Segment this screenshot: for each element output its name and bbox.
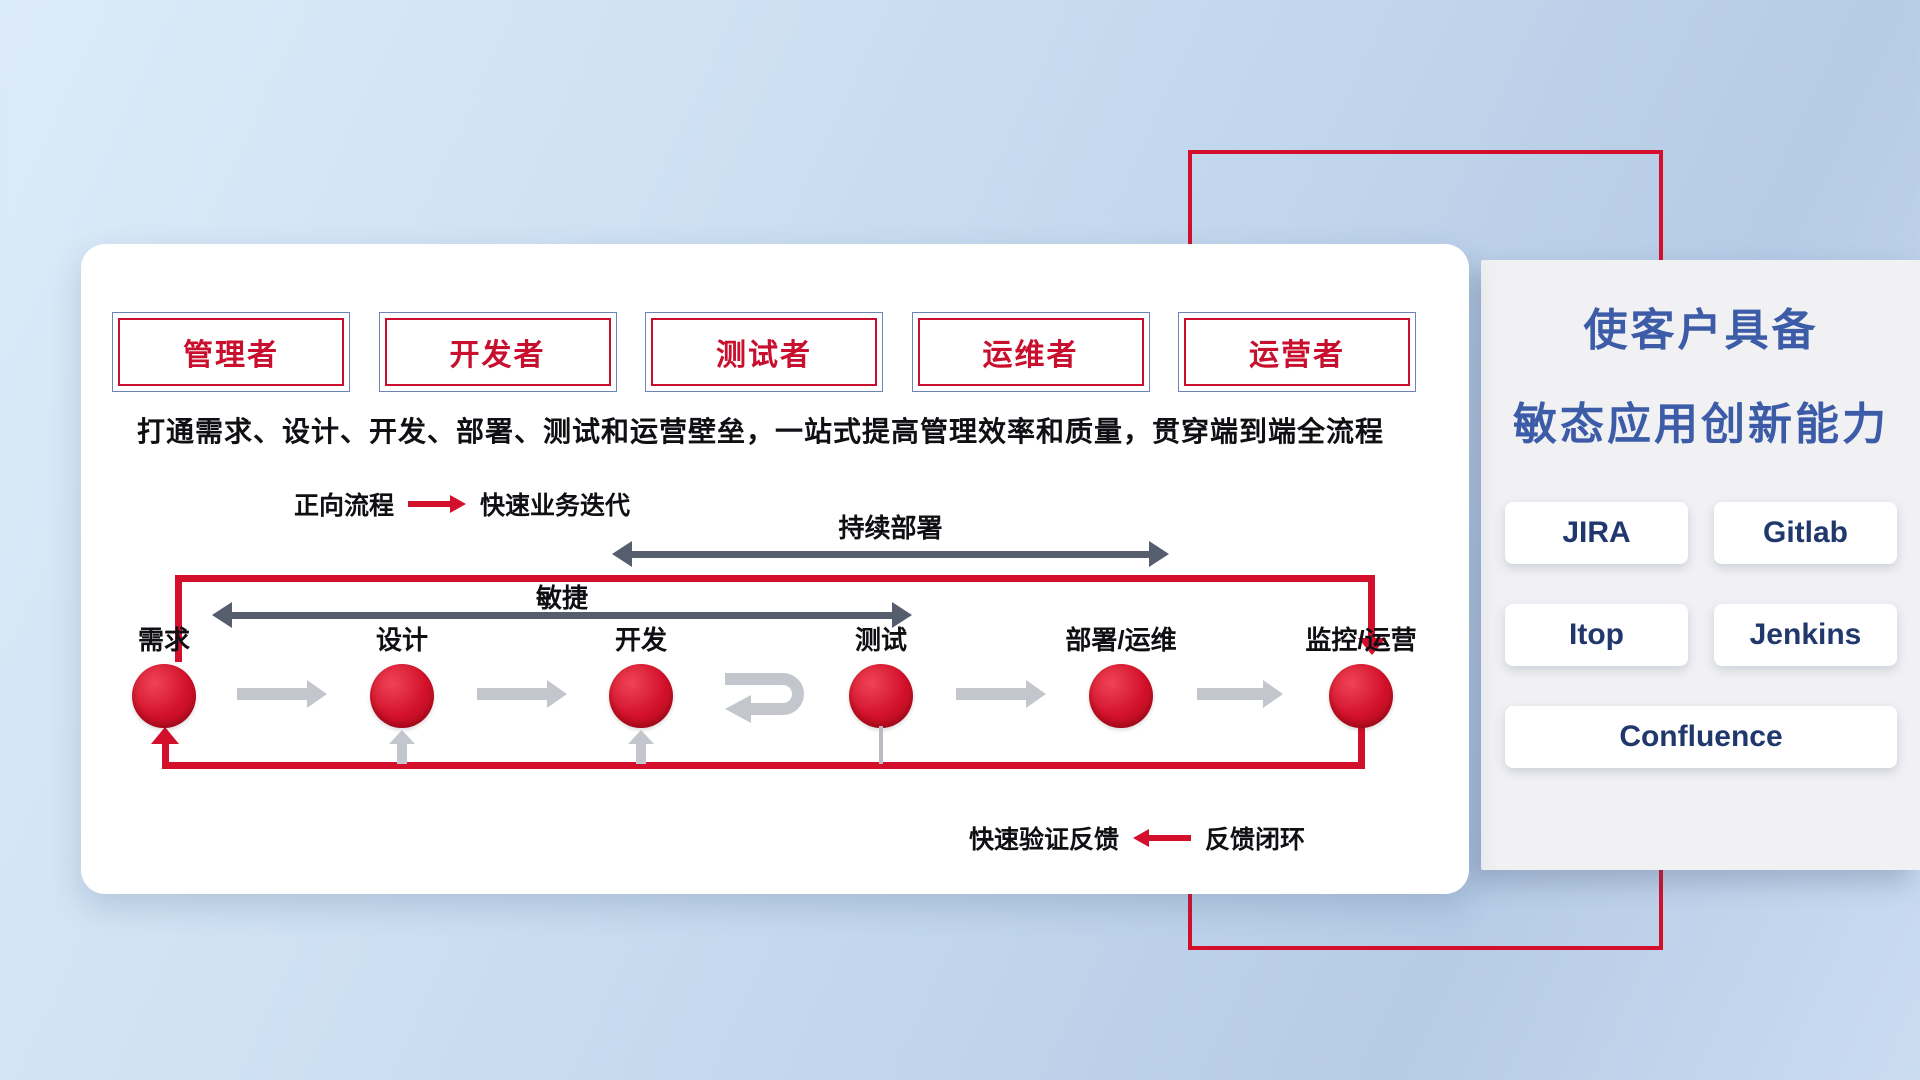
stage-label-requirements: 需求	[137, 625, 190, 655]
iterate-loop-arrow-icon	[709, 664, 819, 731]
feedback-loop-left-segment	[162, 743, 169, 762]
stage-label-deploy-ops: 部署/运维	[1065, 625, 1177, 655]
tool-button-itop: Itop	[1505, 604, 1688, 666]
feedback-up-arrow-icon	[389, 730, 415, 764]
stage-node-deploy-ops: 部署/运维	[1021, 620, 1221, 728]
feedback-loop-right-segment	[1358, 726, 1365, 762]
feedback-arrow-icon	[1133, 829, 1192, 847]
stage-circle-icon	[132, 664, 196, 728]
stage-circle-icon	[1089, 664, 1153, 728]
stage-circle-icon	[849, 664, 913, 728]
stage-node-requirements: 需求	[64, 620, 264, 728]
role-box-manager: 管理者	[112, 312, 350, 392]
stage-circle-icon	[609, 664, 673, 728]
flow-arrow-icon	[237, 680, 327, 708]
forward-loop-line	[175, 575, 1375, 582]
role-label-manager: 管理者	[118, 318, 344, 386]
devops-flow-panel: 管理者 开发者 测试者 运维者 运营者 打通需求、设计、开发、部署、测试和运营壁…	[81, 244, 1469, 894]
testing-feedback-connector	[879, 726, 883, 764]
tools-title-line1: 使客户具备	[1583, 306, 1819, 355]
feedback-up-arrow-icon	[628, 730, 654, 764]
forward-legend-label: 正向流程	[294, 492, 395, 520]
tools-title-line2: 敏态应用创新能力	[1513, 400, 1889, 449]
role-box-ops: 运维者	[911, 312, 1150, 392]
stage-circle-icon	[1329, 664, 1393, 728]
forward-legend: 正向流程 快速业务迭代	[294, 486, 630, 522]
role-label-operator: 运营者	[1184, 318, 1410, 386]
flow-arrow-icon	[1197, 680, 1283, 708]
flow-description: 打通需求、设计、开发、部署、测试和运营壁垒，一站式提高管理效率和质量，贯穿端到端…	[137, 416, 1385, 447]
role-box-developer: 开发者	[378, 312, 617, 392]
stage-label-testing: 测试	[854, 625, 907, 655]
tool-button-gitlab: Gitlab	[1714, 502, 1897, 564]
feedback-legend: 快速验证反馈 反馈闭环	[969, 820, 1305, 856]
stage-node-design: 设计	[302, 620, 502, 728]
agile-arrow-icon	[212, 602, 912, 628]
stage-label-development: 开发	[614, 625, 667, 655]
flow-arrow-icon	[956, 680, 1046, 708]
role-box-operator: 运营者	[1178, 312, 1416, 392]
stage-circle-icon	[370, 664, 434, 728]
tool-button-confluence: Confluence	[1505, 706, 1897, 768]
stage-node-testing: 测试	[781, 620, 981, 728]
feedback-loop-line	[162, 762, 1365, 769]
role-label-developer: 开发者	[384, 318, 611, 386]
stage-node-development: 开发	[541, 620, 741, 728]
feedback-legend-label: 快速验证反馈	[969, 826, 1120, 854]
tools-panel-title: 使客户具备 敏态应用创新能力	[1505, 294, 1897, 452]
stage-label-design: 设计	[375, 625, 428, 655]
role-box-tester: 测试者	[645, 312, 883, 392]
continuous-deploy-label: 持续部署	[838, 513, 943, 543]
tools-panel: 使客户具备 敏态应用创新能力 JIRA Gitlab Itop Jenkins …	[1481, 260, 1920, 870]
role-label-ops: 运维者	[917, 318, 1144, 386]
forward-loop-arrowhead-icon	[1358, 638, 1386, 655]
tool-button-jenkins: Jenkins	[1714, 604, 1897, 666]
stage-label-monitor-operate: 监控/运营	[1305, 625, 1417, 655]
feedback-legend-caption: 反馈闭环	[1205, 826, 1306, 854]
forward-loop-left-segment	[175, 575, 182, 662]
feedback-loop-arrowhead-icon	[151, 727, 179, 744]
flow-arrow-icon	[477, 680, 567, 708]
continuous-deploy-arrow-icon	[612, 541, 1169, 567]
tool-button-jira: JIRA	[1505, 502, 1688, 564]
role-boxes-row: 管理者 开发者 测试者 运维者 运营者	[112, 312, 1416, 392]
agile-label: 敏捷	[535, 583, 588, 613]
forward-arrow-icon	[408, 495, 467, 513]
role-label-tester: 测试者	[651, 318, 877, 386]
tools-grid: JIRA Gitlab Itop Jenkins Confluence	[1505, 502, 1897, 768]
forward-loop-right-segment	[1368, 575, 1375, 640]
stage-node-monitor-operate: 监控/运营	[1261, 620, 1461, 728]
forward-legend-caption: 快速业务迭代	[480, 492, 631, 520]
